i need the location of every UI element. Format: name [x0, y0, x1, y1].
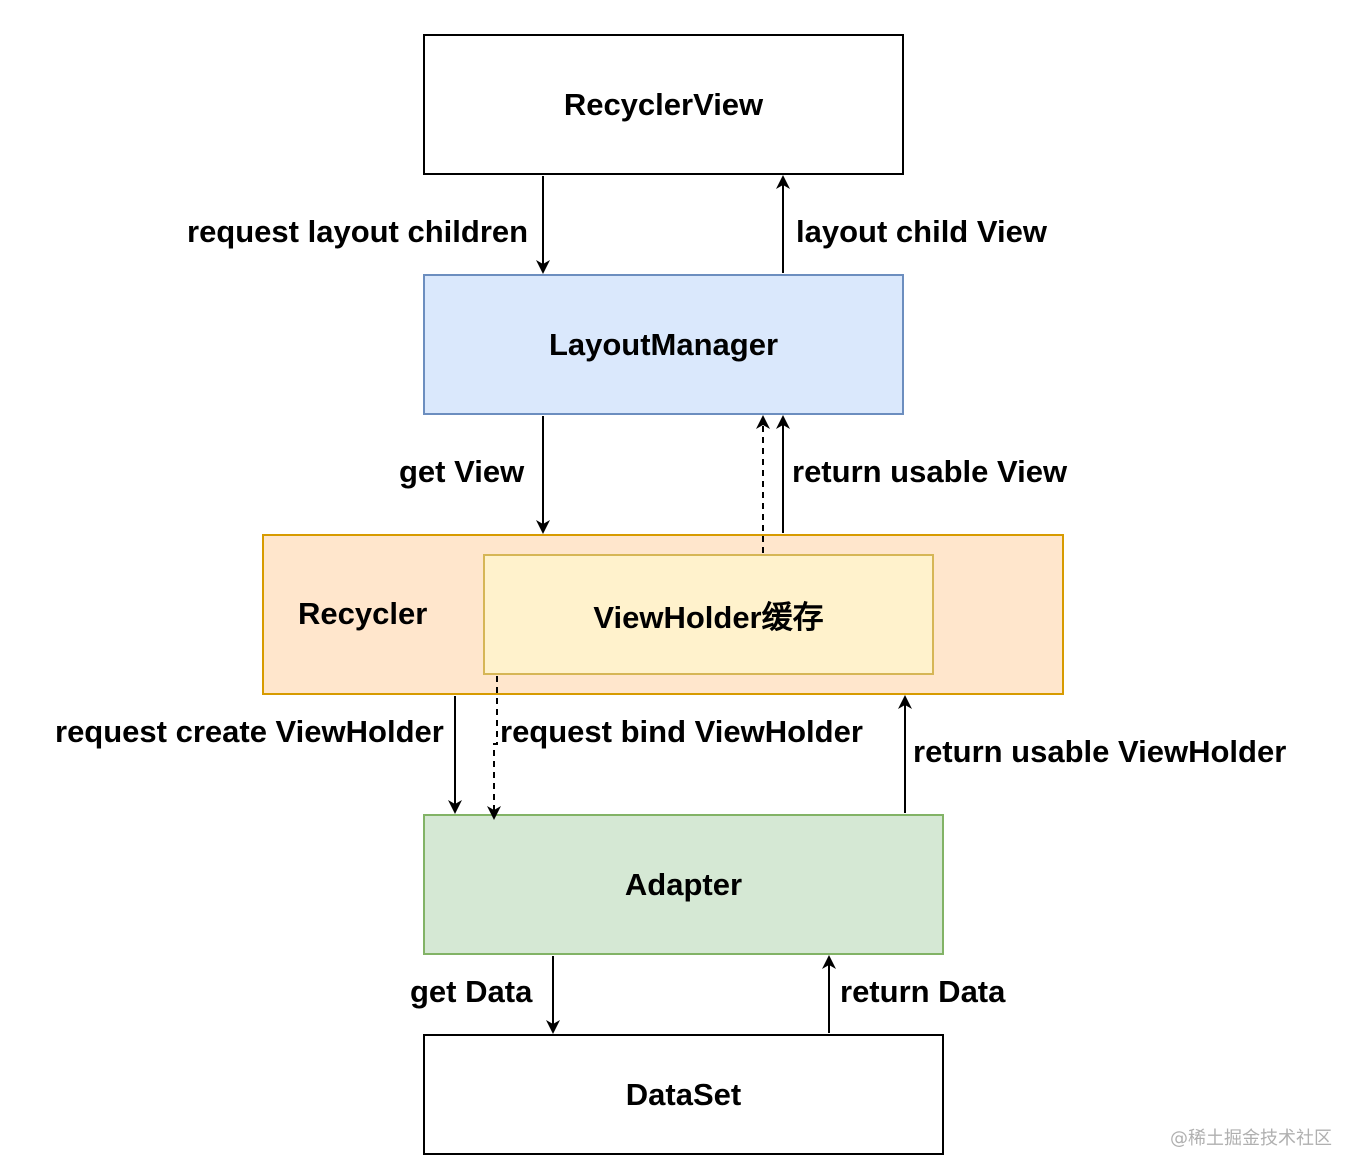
layoutmanager-node: LayoutManager: [423, 274, 904, 415]
watermark: @稀土掘金技术社区: [1170, 1128, 1332, 1149]
dataset-label: DataSet: [625, 1076, 742, 1112]
viewholder-cache-node: ViewHolder缓存: [483, 554, 934, 675]
label-request-bind-viewholder: request bind ViewHolder: [500, 714, 863, 749]
label-return-data: return Data: [840, 974, 1006, 1009]
dataset-node: DataSet: [423, 1034, 944, 1155]
label-return-usable-viewholder: return usable ViewHolder: [913, 734, 1287, 769]
arrow-request-bind-viewholder: [487, 676, 501, 820]
label-request-layout-children: request layout children: [187, 214, 529, 249]
label-layout-child-view: layout child View: [796, 214, 1047, 249]
label-get-data: get Data: [410, 974, 533, 1009]
recyclerview-label: RecyclerView: [563, 86, 764, 122]
label-get-view: get View: [399, 454, 525, 489]
recycler-label: Recycler: [298, 596, 428, 631]
label-request-create-viewholder: request create ViewHolder: [55, 714, 444, 749]
label-return-usable-view: return usable View: [792, 454, 1068, 489]
adapter-label: Adapter: [624, 866, 743, 902]
recyclerview-node: RecyclerView: [423, 34, 904, 175]
viewholder-cache-label: ViewHolder缓存: [593, 600, 824, 635]
adapter-node: Adapter: [423, 814, 944, 955]
layoutmanager-label: LayoutManager: [548, 326, 779, 362]
